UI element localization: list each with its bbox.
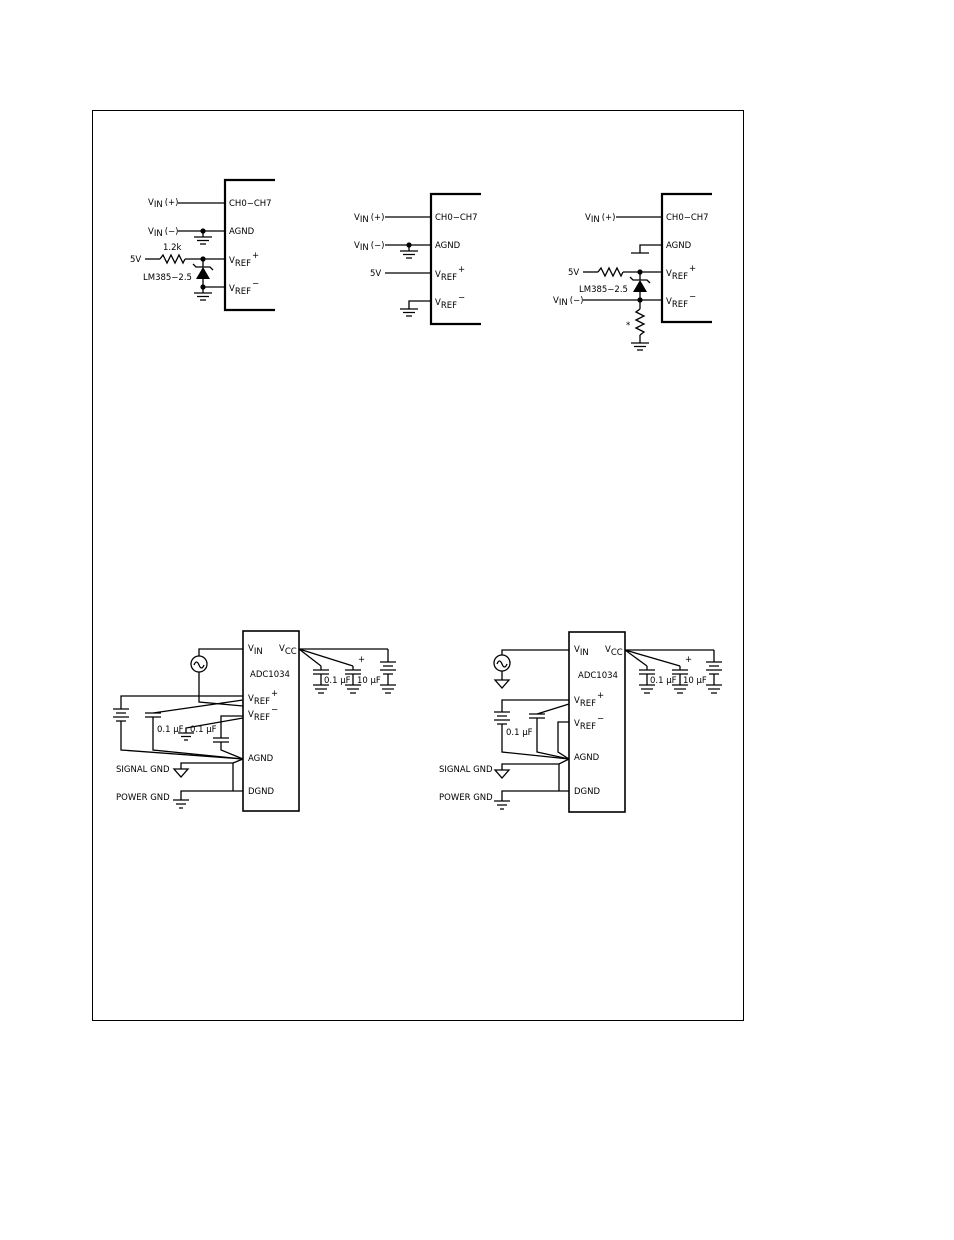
pin-vref-plus-label-e: VREF+	[574, 691, 604, 709]
pin-vref-plus-label-a: VREF+	[229, 251, 259, 269]
pin-ch-label-a: CH0−CH7	[229, 199, 272, 209]
circuit-a-lm385-reference: VIN(+) VIN(−) 1.2k 5V LM385−2.5 CH0−CH7 …	[130, 178, 275, 312]
pin-vcc-label-d: VCC	[279, 644, 297, 657]
zener-diode-a	[196, 267, 210, 279]
circuit-d-grounding-layout: VIN VCC ADC1034 VREF+ VREF− AGND DGND 0.…	[113, 630, 396, 812]
battery-vref-d	[113, 695, 244, 760]
cap-label-vcc-small-d: 0.1 μF	[324, 676, 351, 686]
cap-label-vcc-small-e: 0.1 μF	[650, 676, 677, 686]
vin-plus-label-b: VIN(+)	[354, 213, 384, 225]
cap-label-vref-plus-e: 0.1 μF	[506, 728, 533, 738]
pin-dgnd-label-d: DGND	[248, 787, 274, 797]
cap-polarity-d: +	[358, 655, 365, 665]
vin-plus-label-c: VIN(+)	[585, 213, 615, 225]
battery-vcc-e	[706, 650, 722, 694]
power-gnd-label-d: POWER GND	[116, 793, 170, 803]
pin-agnd-label-e: AGND	[574, 753, 600, 763]
resistor-note-marker: *	[626, 321, 630, 331]
pin-vref-plus-label-d: VREF+	[248, 689, 278, 707]
resistor-value-label: 1.2k	[163, 243, 182, 253]
lm385-label-c: LM385−2.5	[579, 285, 628, 295]
zener-diode-c	[633, 280, 647, 292]
pin-agnd-label-c: AGND	[666, 241, 692, 251]
battery-vcc-d	[380, 649, 396, 694]
adc1034-chip-d	[242, 630, 300, 812]
lm385-label-a: LM385−2.5	[143, 273, 192, 283]
supply-5v-label-b: 5V	[370, 269, 381, 279]
signal-gnd-label-e: SIGNAL GND	[439, 765, 493, 775]
pin-vref-minus-label-e: VREF−	[574, 714, 604, 732]
supply-5v-label-c: 5V	[568, 268, 579, 278]
pin-dgnd-label-e: DGND	[574, 787, 600, 797]
ic-block-c	[660, 192, 712, 324]
pin-ch-label-b: CH0−CH7	[435, 213, 478, 223]
battery-vref-e	[494, 699, 570, 760]
signal-gnd-label-d: SIGNAL GND	[116, 765, 170, 775]
circuit-c-offset-reference: VIN(+) 5V LM385−2.5 VIN(−) * CH0−CH7 AGN…	[553, 192, 712, 351]
ic-block-a	[223, 178, 275, 312]
cap-label-vref-minus-d: 0.1 μF	[190, 725, 217, 735]
vin-plus-label-a: VIN(+)	[148, 198, 178, 210]
pin-vref-plus-label-c: VREF+	[666, 264, 696, 282]
power-gnd-label-e: POWER GND	[439, 793, 493, 803]
cap-label-vref-plus-d: 0.1 μF	[157, 725, 184, 735]
ic-block-b	[429, 192, 481, 326]
chip-name-e: ADC1034	[578, 671, 618, 681]
pin-agnd-label-d: AGND	[248, 754, 274, 764]
vin-minus-label-a: VIN(−)	[148, 227, 178, 239]
cap-label-vcc-large-e: 10 μF	[683, 676, 707, 686]
pin-vref-minus-label-c: VREF−	[666, 292, 696, 310]
supply-5v-label-a: 5V	[130, 255, 141, 265]
pin-agnd-label-b: AGND	[435, 241, 461, 251]
pin-vref-plus-label-b: VREF+	[435, 265, 465, 283]
circuit-b-5v-reference: VIN(+) VIN(−) 5V CH0−CH7 AGND VREF+ VREF…	[354, 192, 481, 326]
circuit-e-grounding-layout: VIN VCC ADC1034 VREF+ VREF− AGND DGND 0.…	[439, 631, 722, 813]
pin-vin-label-d: VIN	[248, 644, 263, 657]
pin-vcc-label-e: VCC	[605, 645, 623, 658]
pin-agnd-label-a: AGND	[229, 227, 255, 237]
vin-minus-label-c: VIN(−)	[553, 296, 583, 308]
vin-minus-label-b: VIN(−)	[354, 241, 384, 253]
chip-name-d: ADC1034	[250, 670, 290, 680]
pin-vref-minus-label-b: VREF−	[435, 293, 465, 311]
offset-resistor	[634, 308, 646, 336]
pin-vin-label-e: VIN	[574, 645, 589, 658]
cap-label-vcc-large-d: 10 μF	[357, 676, 381, 686]
figure-frame	[92, 110, 744, 1021]
pin-vref-minus-label-d: VREF−	[248, 705, 278, 723]
pin-vref-minus-label-a: VREF−	[229, 279, 259, 297]
pin-ch-label-c: CH0−CH7	[666, 213, 709, 223]
cap-polarity-e: +	[685, 655, 692, 665]
